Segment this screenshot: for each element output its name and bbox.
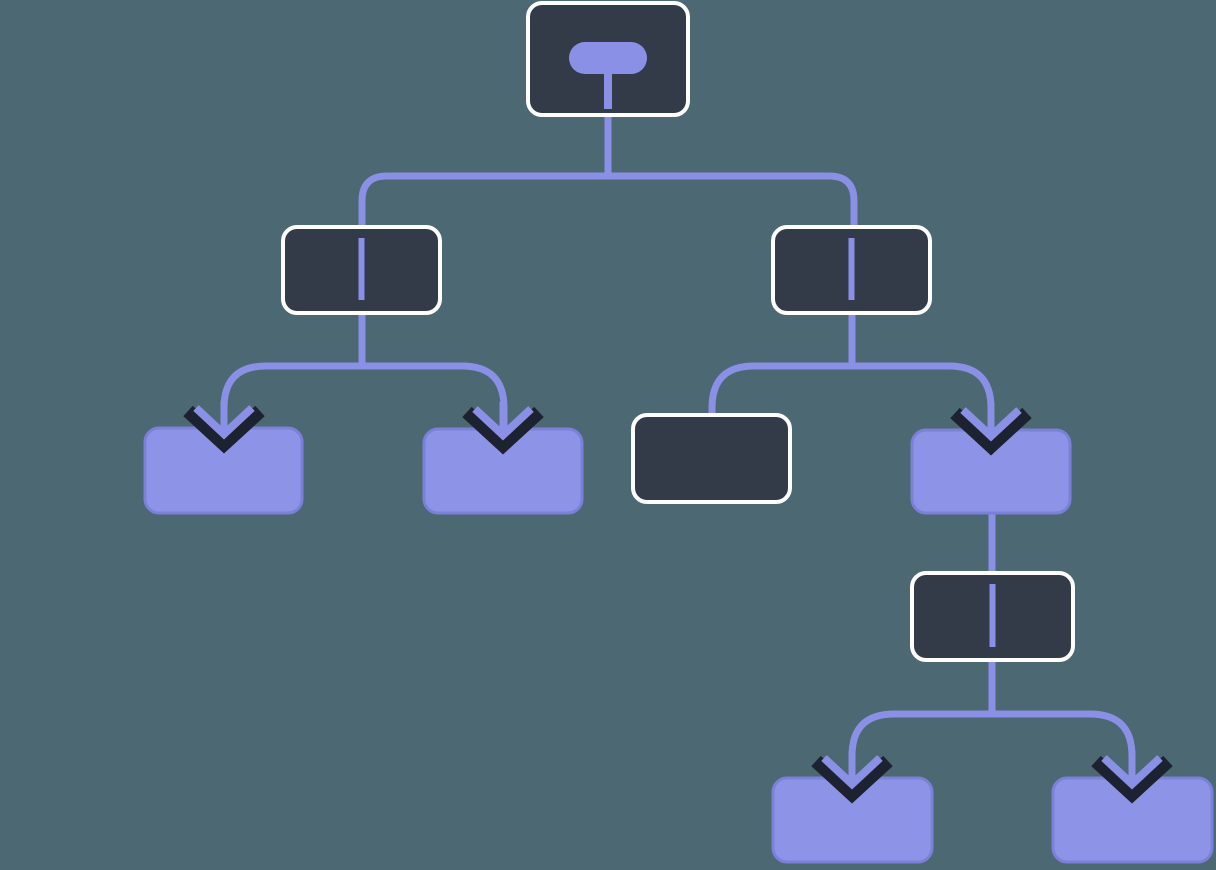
edge-right-split (708, 362, 995, 431)
edge-bottom-split (848, 710, 1136, 779)
chevron-down-dark-icon (811, 755, 893, 804)
arrowhead-leaf-4 (1091, 751, 1173, 804)
arrowhead-leaf-1 (183, 401, 265, 454)
chevron-down-dark-icon (950, 407, 1032, 456)
branch-node-left[interactable] (281, 225, 442, 315)
arrowhead-leaf-2 (462, 402, 544, 455)
pass-through-line-glyph (848, 238, 855, 300)
chevron-down-purple-icon (960, 407, 1022, 442)
chevron-down-dark-icon (1091, 755, 1173, 804)
chevron-down-purple-icon (193, 405, 255, 440)
branch-node-bottom[interactable] (910, 571, 1075, 662)
edge-left-split (220, 362, 508, 430)
chevron-down-dark-icon (183, 405, 265, 454)
pass-through-line-glyph (989, 584, 996, 647)
arrowhead-mid (950, 403, 1032, 456)
root-node[interactable] (526, 1, 690, 117)
dark-leaf-node-body (631, 413, 792, 504)
root-stem-glyph (604, 72, 612, 109)
chevron-down-purple-icon (472, 406, 534, 441)
chevron-down-dark-icon (462, 406, 544, 455)
arrowhead-leaf-3 (811, 751, 893, 804)
edge-top-split (358, 172, 858, 231)
branch-node-right[interactable] (771, 225, 932, 315)
chevron-down-purple-icon (821, 755, 883, 790)
root-pill-glyph (569, 42, 647, 74)
dark-leaf-node[interactable] (631, 413, 792, 504)
chevron-down-purple-icon (1101, 755, 1163, 790)
pass-through-line-glyph (358, 238, 365, 300)
